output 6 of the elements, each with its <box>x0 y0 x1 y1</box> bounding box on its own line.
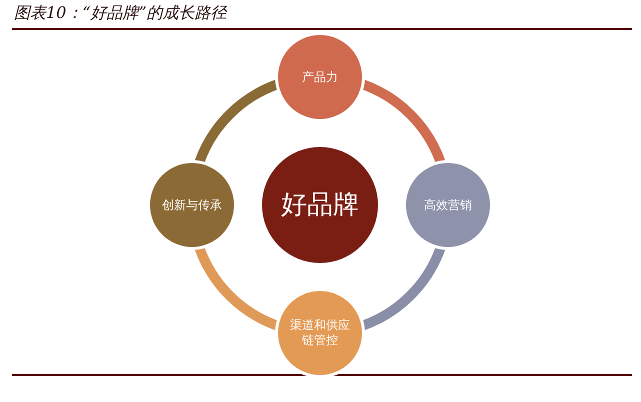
chart-title: 图表10：“好品牌”的成长路径 <box>14 3 227 24</box>
circle-label: 渠道和供应链管控 <box>289 318 351 348</box>
circle-label: 高效营销 <box>424 198 472 212</box>
circle-label: 产品力 <box>302 70 338 84</box>
circle-label: 创新与传承 <box>162 198 222 212</box>
circle-label: 好品牌 <box>281 188 359 222</box>
